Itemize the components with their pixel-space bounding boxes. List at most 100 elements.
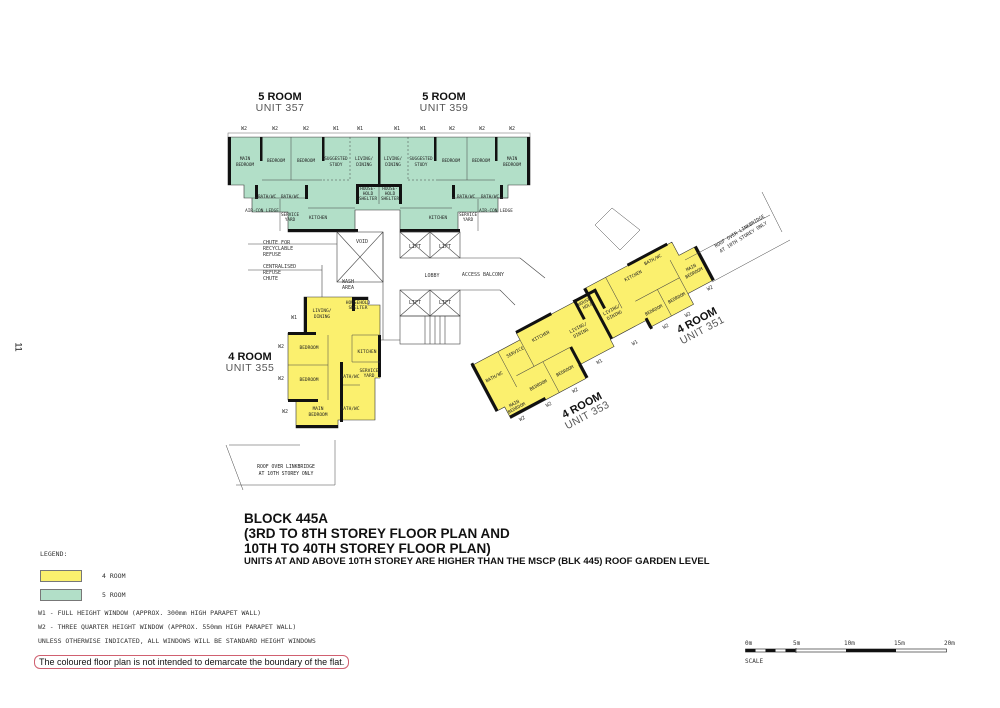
svg-text:W2: W2: [662, 323, 670, 331]
svg-text:YARD: YARD: [364, 373, 375, 379]
title-line-1: BLOCK 445A: [244, 511, 329, 526]
svg-text:W1: W1: [394, 126, 400, 132]
svg-text:BEDROOM: BEDROOM: [472, 158, 491, 164]
svg-text:W1: W1: [333, 126, 339, 132]
svg-text:BEDROOM: BEDROOM: [297, 158, 316, 164]
svg-text:CHUTE: CHUTE: [263, 276, 278, 282]
svg-text:SHELTER: SHELTER: [349, 305, 368, 311]
svg-text:MAIN: MAIN: [685, 263, 698, 274]
svg-text:W2: W2: [241, 126, 247, 132]
svg-text:KITCHEN: KITCHEN: [309, 215, 328, 221]
svg-text:ACCESS BALCONY: ACCESS BALCONY: [462, 272, 504, 278]
unit-number: UNIT 355: [225, 362, 275, 374]
svg-text:W2: W2: [272, 126, 278, 132]
svg-text:HOLD: HOLD: [363, 191, 374, 197]
scale-tick: 15m: [894, 640, 905, 647]
scale-bar: 0m 5m 10m 15m 20m SCALE: [745, 640, 960, 670]
unit-number: UNIT 357: [255, 102, 305, 114]
svg-text:W1: W1: [357, 126, 363, 132]
svg-text:W2: W2: [449, 126, 455, 132]
svg-text:HOLD: HOLD: [582, 301, 595, 312]
svg-text:BATH/WC: BATH/WC: [341, 406, 360, 412]
svg-text:LIVING/: LIVING/: [355, 156, 374, 162]
svg-text:W1: W1: [631, 339, 639, 347]
svg-text:SUGGESTED: SUGGESTED: [409, 156, 433, 162]
svg-text:SERVICE: SERVICE: [281, 212, 300, 218]
scale-tick: 10m: [844, 640, 855, 647]
svg-text:BEDROOM: BEDROOM: [236, 162, 255, 168]
svg-text:W2: W2: [545, 401, 553, 409]
unit-type: 5 ROOM: [422, 91, 466, 103]
svg-text:CENTRALISED: CENTRALISED: [263, 264, 296, 270]
svg-text:REFUSE: REFUSE: [263, 252, 281, 258]
svg-text:YARD: YARD: [285, 217, 296, 223]
legend-item-4room: 4 ROOM: [40, 570, 125, 582]
svg-text:SUGGESTED: SUGGESTED: [324, 156, 348, 162]
svg-text:BEDROOM: BEDROOM: [300, 377, 319, 383]
svg-text:LOBBY: LOBBY: [424, 273, 439, 279]
core-labels: VOID LIFT LIFT LIFT LIFT LOBBY ACCESS BA…: [263, 239, 504, 306]
svg-text:SHELTER: SHELTER: [381, 196, 400, 202]
title-line-3: 10TH TO 40TH STOREY FLOOR PLAN): [244, 541, 491, 556]
svg-text:MAIN: MAIN: [507, 156, 518, 162]
svg-text:DINING: DINING: [385, 162, 401, 168]
right-linkbridge: [594, 191, 791, 283]
title-line-2: (3RD TO 8TH STOREY FLOOR PLAN AND: [244, 526, 510, 541]
svg-text:W2: W2: [479, 126, 485, 132]
legend-label: 5 ROOM: [102, 591, 126, 599]
legend-w1: W1 - FULL HEIGHT WINDOW (APPROX. 300mm H…: [38, 609, 262, 617]
svg-text:AT 10TH STOREY ONLY: AT 10TH STOREY ONLY: [259, 471, 314, 477]
svg-text:BEDROOM: BEDROOM: [442, 158, 461, 164]
legend-item-5room: 5 ROOM: [40, 589, 125, 601]
svg-text:BATH/WC: BATH/WC: [481, 194, 500, 200]
svg-text:KITCHEN: KITCHEN: [358, 349, 377, 355]
svg-text:W2: W2: [571, 387, 579, 395]
svg-text:W2: W2: [684, 311, 692, 319]
title-note: UNITS AT AND ABOVE 10TH STOREY ARE HIGHE…: [244, 556, 710, 567]
four-room-swatch: [40, 570, 82, 582]
svg-text:CHUTE FOR: CHUTE FOR: [263, 240, 291, 246]
scale-tick: 5m: [793, 640, 801, 647]
svg-text:W2: W2: [278, 376, 284, 382]
scale-tick: 20m: [944, 640, 955, 647]
svg-text:HOUSEHOLD: HOUSEHOLD: [346, 300, 371, 306]
svg-text:W1: W1: [291, 315, 297, 321]
svg-text:LIFT: LIFT: [409, 300, 421, 306]
svg-text:RECYCLABLE: RECYCLABLE: [263, 246, 293, 252]
svg-text:ROOF OVER LINKBRIDGE: ROOF OVER LINKBRIDGE: [257, 464, 315, 470]
svg-text:LIVING/: LIVING/: [313, 308, 332, 314]
svg-text:LIFT: LIFT: [439, 300, 451, 306]
svg-text:SERVICE: SERVICE: [459, 212, 478, 218]
legend-note: UNLESS OTHERWISE INDICATED, ALL WINDOWS …: [38, 637, 316, 645]
svg-text:KITCHEN: KITCHEN: [429, 215, 448, 221]
svg-text:W2: W2: [278, 344, 284, 350]
unit-number: UNIT 359: [419, 102, 469, 114]
svg-text:BEDROOM: BEDROOM: [503, 162, 522, 168]
svg-text:AREA: AREA: [342, 285, 354, 291]
svg-text:MAIN: MAIN: [313, 406, 324, 412]
svg-text:STUDY: STUDY: [330, 162, 343, 168]
svg-text:BATH/WC: BATH/WC: [281, 194, 300, 200]
core-area: [248, 231, 546, 345]
svg-text:VOID: VOID: [356, 239, 368, 245]
svg-text:HOLD: HOLD: [385, 191, 396, 197]
svg-text:AIR-CON LEDGE: AIR-CON LEDGE: [245, 208, 279, 214]
svg-text:MAIN: MAIN: [508, 399, 521, 410]
unit-type: 4 ROOM: [228, 351, 272, 363]
svg-text:HOUSE-: HOUSE-: [382, 186, 398, 192]
svg-text:SHELTER: SHELTER: [359, 196, 378, 202]
unit-359-heading: 5 ROOM UNIT 359: [404, 92, 484, 114]
svg-text:WASH: WASH: [342, 279, 354, 285]
svg-text:BEDROOM: BEDROOM: [309, 412, 328, 418]
legend-heading: LEGEND:: [40, 550, 68, 558]
svg-text:BATH/WC: BATH/WC: [341, 374, 360, 380]
legend-w2: W2 - THREE QUARTER HEIGHT WINDOW (APPROX…: [38, 623, 297, 631]
five-room-swatch: [40, 589, 82, 601]
svg-text:BATH/WC: BATH/WC: [258, 194, 277, 200]
svg-text:DINING: DINING: [356, 162, 372, 168]
svg-text:BATH/WC: BATH/WC: [457, 194, 476, 200]
